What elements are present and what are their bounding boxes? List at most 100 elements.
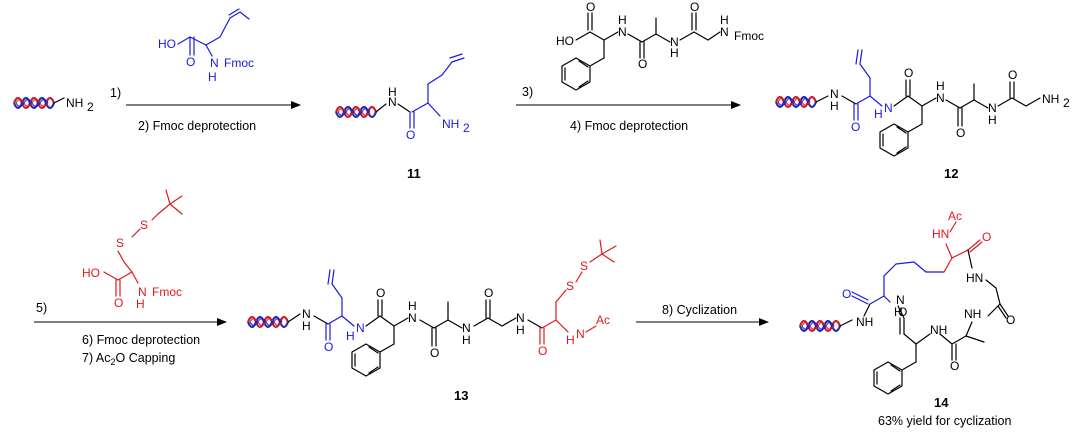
s-label: S xyxy=(580,259,588,273)
s-label: S xyxy=(566,279,574,293)
o-label: O xyxy=(690,0,699,14)
n-label: N xyxy=(988,101,997,115)
n-label: N xyxy=(618,25,627,39)
nh-label: NH xyxy=(1042,92,1059,106)
compound-14: NH O HN Ac O HN O NH O NH xyxy=(798,209,1015,428)
ho-label: HO xyxy=(556,34,574,48)
n-label: N xyxy=(408,311,417,325)
o-label: O xyxy=(842,287,851,301)
arrow-3: 5) 6) Fmoc deprotection 7) Ac2O Capping xyxy=(34,301,227,367)
compound-number-11: 11 xyxy=(407,166,421,181)
n-label: N xyxy=(138,285,147,299)
arrow-2: 3) 4) Fmoc deprotection xyxy=(516,85,741,133)
h-label: H xyxy=(462,333,471,347)
nh-label: NH xyxy=(964,307,981,321)
o-label: O xyxy=(484,286,493,300)
h-label: H xyxy=(136,297,145,311)
fmoc-label: Fmoc xyxy=(152,285,182,299)
nh-label: NH xyxy=(856,315,873,329)
step-4-label: 4) Fmoc deprotection xyxy=(570,119,688,133)
h-label: H xyxy=(516,323,525,337)
subscript: 2 xyxy=(87,100,94,114)
hn-label: HN xyxy=(966,271,983,285)
h-label: H xyxy=(830,99,839,113)
o-label: O xyxy=(956,126,965,140)
h-label: H xyxy=(408,299,417,313)
step-6-label: 6) Fmoc deprotection xyxy=(82,333,200,347)
h-label: H xyxy=(988,113,997,127)
hn-label: HN xyxy=(932,227,949,241)
n-label: N xyxy=(896,293,905,307)
n-label: N xyxy=(210,56,219,70)
subscript: 2 xyxy=(463,121,470,135)
compound-number-13: 13 xyxy=(454,388,468,403)
reagent-fmoc-cys-stbu: S S HO O N H Fmoc xyxy=(82,189,183,311)
h-label: H xyxy=(618,13,627,27)
o-label: O xyxy=(950,359,959,373)
h-label: H xyxy=(670,46,679,60)
dna-tag-icon xyxy=(774,95,818,109)
ac-label: Ac xyxy=(596,313,610,327)
o-label: O xyxy=(1006,313,1015,327)
fmoc-label: Fmoc xyxy=(734,29,764,43)
compound-13: N H O H N O N H O N H O N xyxy=(246,239,617,403)
step-3-label: 3) xyxy=(522,85,533,99)
o-label: O xyxy=(638,57,647,71)
step-5-label: 5) xyxy=(36,301,47,315)
n-label: N xyxy=(516,311,525,325)
yield-caption: 63% yield for cyclization xyxy=(878,414,1011,428)
n-label: N xyxy=(462,321,471,335)
ho-label: HO xyxy=(158,37,176,51)
n-label: N xyxy=(936,91,945,105)
h-label: H xyxy=(874,107,883,121)
n-label: N xyxy=(720,25,729,39)
compound-12: N H O H N O N H O N H O NH xyxy=(774,49,1070,181)
o-label: O xyxy=(430,346,439,360)
amine-label: NH xyxy=(66,96,83,110)
o-label: O xyxy=(904,66,913,80)
ac-label: Ac xyxy=(948,209,962,223)
o-label: O xyxy=(586,0,595,14)
nh-label: NH xyxy=(930,323,947,337)
o-label: O xyxy=(1008,68,1017,82)
h-label: H xyxy=(208,70,217,84)
h-label: H xyxy=(894,305,903,319)
step-2-label: 2) Fmoc deprotection xyxy=(138,119,256,133)
n-label: N xyxy=(576,327,585,341)
o-label: O xyxy=(982,230,991,244)
compound-number-14: 14 xyxy=(934,395,949,410)
arrow-4: 8) Cyclization xyxy=(636,303,769,326)
nh-label: NH xyxy=(442,117,459,131)
n-label: N xyxy=(356,321,365,335)
h-label: H xyxy=(566,333,575,347)
reagent-tripeptide: HO O N H O N H O N H Fmoc xyxy=(556,0,764,91)
h-label: H xyxy=(346,329,355,343)
fmoc-label: Fmoc xyxy=(224,56,254,70)
dna-tag-icon xyxy=(798,319,842,333)
o-label: O xyxy=(324,340,333,354)
s-label: S xyxy=(140,218,148,232)
dna-tag-icon xyxy=(334,105,378,119)
h-label: H xyxy=(936,79,945,93)
o-label: O xyxy=(186,55,195,69)
h-label: H xyxy=(388,85,397,99)
step-7-label: 7) Ac2O Capping xyxy=(82,351,175,367)
o-label: O xyxy=(851,120,860,134)
step-8-label: 8) Cyclization xyxy=(662,303,737,317)
o-label: O xyxy=(538,344,547,358)
arrow-1: 1) 2) Fmoc deprotection xyxy=(110,86,301,133)
compound-11: N H O NH 2 11 xyxy=(334,53,470,181)
compound-number-12: 12 xyxy=(944,166,958,181)
h-label: H xyxy=(302,319,311,333)
subscript: 2 xyxy=(1063,96,1070,110)
reagent-fmoc-allylglycine: HO O N H Fmoc xyxy=(158,8,254,84)
dna-tag-icon xyxy=(246,315,290,329)
o-label: O xyxy=(406,128,415,142)
n-label: N xyxy=(670,35,679,49)
n-label: N xyxy=(302,307,311,321)
h-label: H xyxy=(720,13,729,27)
step-1-label: 1) xyxy=(110,86,121,100)
ho-label: HO xyxy=(82,266,100,280)
o-label: O xyxy=(898,305,907,319)
